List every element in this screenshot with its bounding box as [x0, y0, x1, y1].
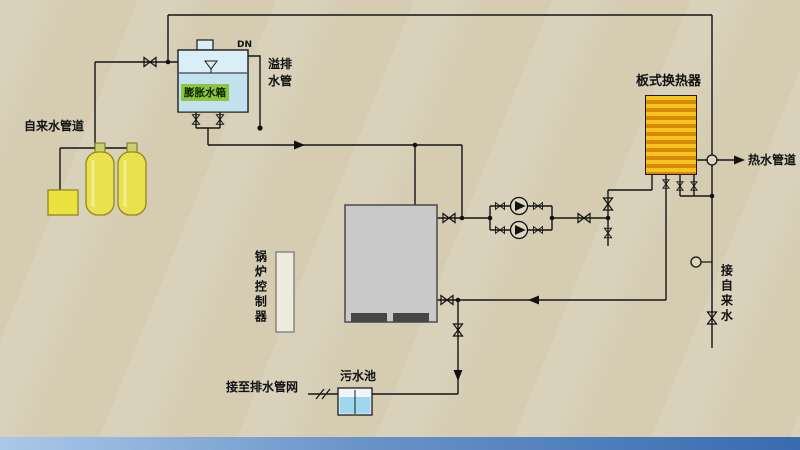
- label-overflow-pipe-2: 水管: [268, 74, 293, 88]
- softener-tank: [117, 151, 147, 216]
- flow-arrow-icon: [734, 155, 745, 165]
- softener-tank: [85, 151, 115, 216]
- pump-icon: [509, 220, 529, 240]
- junction-dot: [605, 215, 611, 221]
- flow-arrow-icon: [453, 370, 463, 381]
- expansion-tank-cap: [196, 39, 214, 51]
- junction-dot: [709, 193, 715, 199]
- label-tap-water-pipe: 自来水管道: [24, 119, 85, 133]
- tank-highlight: [91, 160, 127, 207]
- sewage-pool: [337, 387, 373, 416]
- boiler-body: [344, 204, 438, 323]
- salt-tank: [47, 189, 79, 216]
- label-connect-drain-network: 接至排水管网: [226, 380, 299, 394]
- expansion-tank: [177, 39, 249, 113]
- boiler-burner: [351, 313, 387, 322]
- gauge-icon: [690, 256, 702, 268]
- junction-dot: [459, 215, 465, 221]
- junction-dot: [165, 59, 171, 65]
- label-boiler-controller: 锅炉控制器: [253, 250, 268, 325]
- bottom-bar: [0, 437, 800, 450]
- gauge-icon: [706, 154, 718, 166]
- boiler: [344, 204, 438, 323]
- label-connect-tap-water: 接自来水: [719, 264, 734, 324]
- flow-arrow-icon: [294, 140, 305, 150]
- water-treatment-tanks: [47, 142, 147, 216]
- label-overflow-pipe-1: 溢排: [268, 57, 293, 71]
- boiler-burner: [393, 313, 429, 322]
- junction-dot: [455, 297, 461, 303]
- plate-heat-exchanger: [645, 95, 697, 175]
- junction-dot: [257, 125, 263, 131]
- pipe-junctions: [165, 59, 715, 303]
- boiler-controller: [275, 251, 295, 333]
- label-hot-water-pipe: 热水管道: [748, 153, 797, 167]
- junction-dot: [412, 142, 418, 148]
- junction-dot: [549, 215, 555, 221]
- label-sewage-pool: 污水池: [340, 369, 377, 383]
- junction-dot: [487, 215, 493, 221]
- flow-arrow-icon: [528, 295, 539, 305]
- water-level-icon: [204, 60, 218, 73]
- pump-icon: [509, 196, 529, 216]
- pipe-break-icon: [315, 388, 331, 400]
- label-dn: DN: [237, 40, 253, 50]
- label-plate-heat-exchanger: 板式换热器: [636, 74, 702, 89]
- label-expansion-tank: 膨胀水箱: [181, 84, 229, 101]
